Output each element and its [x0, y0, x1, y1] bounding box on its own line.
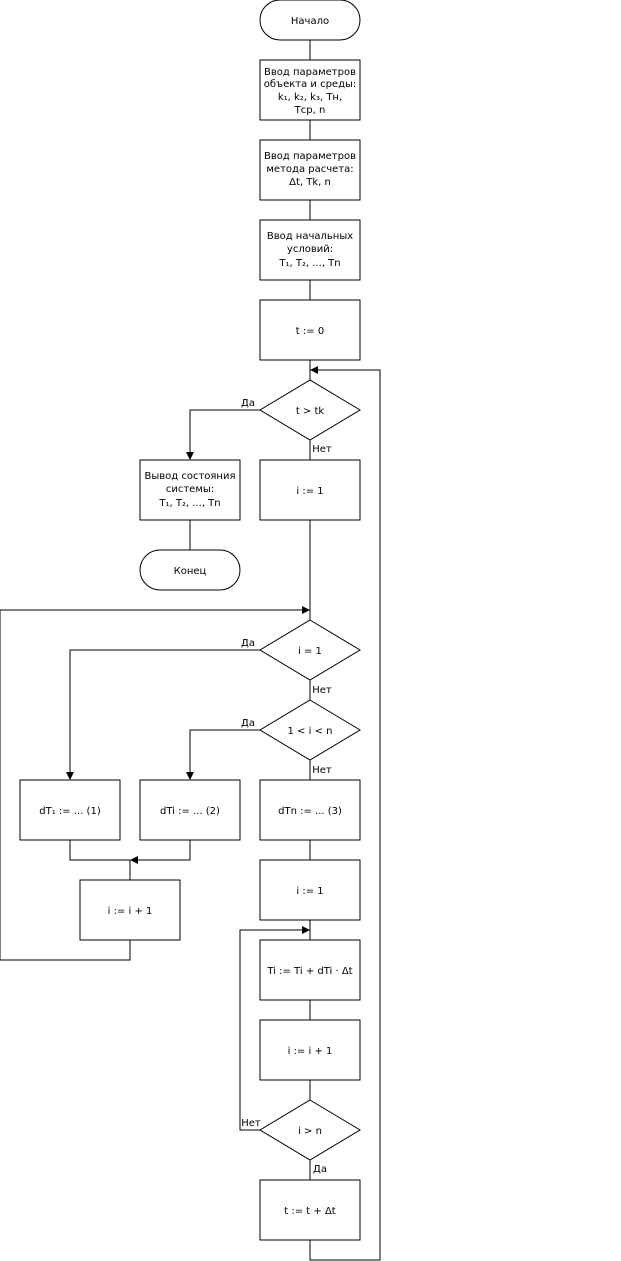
start-label: Начало [291, 16, 329, 27]
node-text: Ti := Ti + dTi · Δt [266, 966, 352, 977]
arrowhead [302, 926, 310, 934]
yes-label: Да [241, 718, 255, 729]
calc-dTn: dTn := ... (3) [259, 779, 361, 841]
node-text: Ввод начальных [267, 231, 353, 242]
process-increment-t: t := t + Δt [259, 1179, 361, 1241]
node-text: i > n [298, 1126, 322, 1137]
no-label: Нет [241, 1118, 261, 1129]
node-text: k₁, k₂, k₃, Tн, [278, 92, 342, 103]
decision-i-between: 1 < i < n [259, 699, 361, 761]
node-text: Ввод параметров [264, 67, 356, 78]
node-text: t > tk [296, 406, 325, 417]
arrowhead [302, 606, 310, 614]
process-update-T: Ti := Ti + dTi · Δt [259, 939, 361, 1001]
calc-dTi: dTi := ... (2) [139, 779, 241, 841]
node-text: dT₁ := ... (1) [39, 806, 101, 817]
connectors [0, 40, 381, 1261]
decision-i-greater-n: i > n [259, 1099, 361, 1161]
decision-i-equals-1: i = 1 [259, 619, 361, 681]
start-terminal: Начало [259, 0, 361, 41]
yes-label: Да [241, 398, 255, 409]
node-text: системы: [166, 484, 214, 495]
arrowhead [186, 772, 194, 780]
end-label: Конец [174, 566, 207, 577]
node-text: Вывод состояния [145, 471, 236, 482]
process-t-zero: t := 0 [259, 299, 361, 361]
arrowhead [130, 856, 138, 864]
node-text: Δt, Tk, n [289, 177, 331, 188]
arrowheads [66, 366, 318, 934]
output-state: Вывод состояния системы: T₁, T₂, ..., Tn [139, 459, 241, 521]
node-text: i = 1 [298, 646, 322, 657]
end-terminal: Конец [139, 549, 241, 591]
node-text: t := 0 [296, 326, 324, 337]
arrowhead [186, 452, 194, 460]
no-label: Нет [312, 765, 332, 776]
no-label: Нет [312, 685, 332, 696]
input-initial-conditions: Ввод начальных условий: T₁, T₂, ..., Tn [259, 219, 361, 281]
yes-label: Да [241, 638, 255, 649]
node-text: T₁, T₂, ..., Tn [158, 498, 220, 509]
node-text: dTi := ... (2) [160, 806, 220, 817]
process-increment-left: i := i + 1 [79, 879, 181, 941]
node-text: условий: [287, 244, 333, 255]
input-object-params: Ввод параметров объекта и среды: k₁, k₂,… [259, 59, 361, 121]
process-increment-right: i := i + 1 [259, 1019, 361, 1081]
node-text: T₁, T₂, ..., Tn [278, 258, 340, 269]
calc-dT1: dT₁ := ... (1) [19, 779, 121, 841]
node-text: объекта и среды: [264, 79, 357, 90]
node-text: i := i + 1 [108, 906, 153, 917]
node-text: Tср, n [294, 105, 326, 116]
node-text: Ввод параметров [264, 151, 356, 162]
no-label: Нет [312, 444, 332, 455]
arrowhead [310, 366, 318, 374]
node-text: i := 1 [296, 886, 323, 897]
node-text: i := i + 1 [288, 1046, 333, 1057]
decision-t-greater-tk: t > tk [259, 379, 361, 441]
process-i-one-top: i := 1 [259, 459, 361, 521]
node-text: 1 < i < n [288, 726, 333, 737]
process-i-one-bottom: i := 1 [259, 859, 361, 921]
node-text: метода расчета: [266, 164, 353, 175]
arrowhead [66, 772, 74, 780]
input-method-params: Ввод параметров метода расчета: Δt, Tk, … [259, 139, 361, 201]
yes-label: Да [313, 1164, 327, 1175]
node-text: dTn := ... (3) [278, 806, 342, 817]
node-text: i := 1 [296, 486, 323, 497]
node-text: t := t + Δt [284, 1206, 336, 1217]
